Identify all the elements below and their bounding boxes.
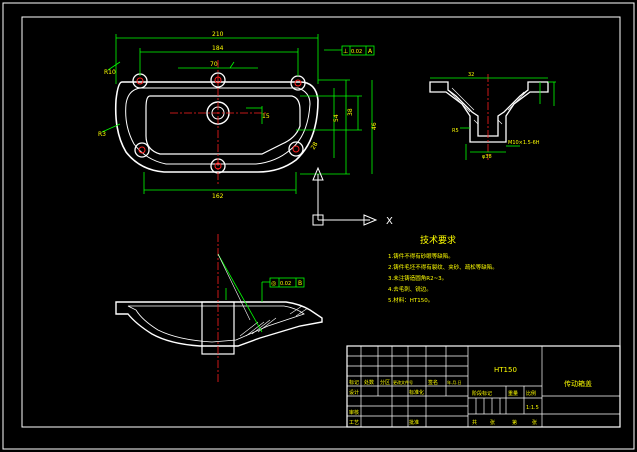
top-view-outer-contour xyxy=(114,81,319,173)
dim-hole-spacing: 70 xyxy=(210,61,218,68)
dim-left-r2: R3 xyxy=(98,131,106,138)
title-mark-col: 处数 xyxy=(364,379,374,386)
ucs-axis-icon: X xyxy=(312,166,393,227)
dim-left-r: R10 xyxy=(104,69,116,76)
section-mid-dim: R5 xyxy=(452,128,459,134)
tol-side-symbol: ◎ xyxy=(271,280,276,287)
tol-top-datum: A xyxy=(368,48,373,55)
tol-side-datum: B xyxy=(298,280,302,287)
title-block: HT150 传动箱盖 标记 处数 分区 更改文件号 签名 年.月.日 设计 标准… xyxy=(346,345,621,428)
front-view-outline xyxy=(115,301,323,347)
top-view-dimension-text: 210 184 162 70 15 54 38 46 R10 R3 28 xyxy=(98,31,378,200)
dim-side-height: 54 xyxy=(333,114,340,122)
dim-overall-width: 210 xyxy=(212,31,224,38)
front-view: ◎ 0.02 B xyxy=(115,234,323,384)
dim-right-a: 28 xyxy=(310,141,320,151)
title-sheet-label: 张 xyxy=(532,419,537,426)
mounting-boss-top-left xyxy=(132,73,148,89)
section-top-dim: 32 xyxy=(468,72,474,78)
top-view: 210 184 162 70 15 54 38 46 R10 R3 28 ⊥ 0… xyxy=(98,31,378,200)
tol-top-symbol: ⊥ xyxy=(343,48,348,55)
tech-req-item: 3.未注铸造圆角R2~3。 xyxy=(388,274,447,282)
title-approve-label: 批准 xyxy=(409,419,419,426)
tech-req-item: 2.铸件毛坯不得有裂纹、夹砂、疏松等缺陷。 xyxy=(388,263,498,271)
section-outline xyxy=(429,81,549,143)
title-standard-label: 标准化 xyxy=(409,389,424,396)
title-mark-col: 更改文件号 xyxy=(393,379,413,385)
tech-req-item: 1.铸件不得有砂眼等缺陷。 xyxy=(388,252,454,260)
title-check-label: 审核 xyxy=(349,409,359,416)
title-stage-label: 阶段标记 xyxy=(472,390,492,397)
x-axis-label: X xyxy=(386,216,393,227)
title-sheet-label: 张 xyxy=(490,419,495,426)
mounting-boss-bottom-right xyxy=(288,141,304,157)
inner-frame xyxy=(21,16,621,428)
title-scale-label: 比例 xyxy=(526,390,536,397)
dim-bottom-width: 162 xyxy=(212,193,224,200)
title-part-name: 传动箱盖 xyxy=(564,379,592,388)
tolerance-frame-side: ◎ 0.02 B xyxy=(269,277,305,288)
title-sheet-label: 第 xyxy=(512,419,517,426)
title-material: HT150 xyxy=(494,366,517,374)
tech-requirements: 技术要求 1.铸件不得有砂眼等缺陷。 2.铸件毛坯不得有裂纹、夹砂、疏松等缺陷。… xyxy=(388,234,498,304)
tech-req-item: 5.材料：HT150。 xyxy=(388,296,433,304)
title-mark-col: 签名 xyxy=(428,379,438,386)
tech-req-item: 4.去毛刺、锐边。 xyxy=(388,285,432,293)
title-mark-col: 分区 xyxy=(380,379,390,386)
section-bore-dim: M10×1.5-6H xyxy=(508,140,540,146)
tolerance-frame-top: ⊥ 0.02 A xyxy=(324,45,375,56)
section-base-dim: φ38 xyxy=(482,154,492,160)
title-scale-value: 1:1.5 xyxy=(526,405,539,411)
dim-right-small: 15 xyxy=(262,113,270,120)
dim-right-c: 46 xyxy=(371,122,378,130)
title-process-label: 工艺 xyxy=(349,420,359,426)
mounting-boss-bottom-left xyxy=(134,142,150,158)
title-design-label: 设计 xyxy=(349,389,359,396)
front-view-leader xyxy=(217,253,263,333)
title-sheet-label: 共 xyxy=(472,419,477,426)
dim-right-b: 38 xyxy=(347,108,354,116)
title-weight-label: 重量 xyxy=(508,390,518,397)
top-view-rim xyxy=(125,87,311,165)
top-view-inner-contour xyxy=(145,95,301,155)
tol-side-value: 0.02 xyxy=(280,281,291,287)
dim-inner-width: 184 xyxy=(212,45,224,52)
tech-req-title: 技术要求 xyxy=(420,234,456,246)
section-view: 32 R5 φ38 M10×1.5-6H xyxy=(429,72,556,160)
tol-top-value: 0.02 xyxy=(351,49,362,55)
title-mark-col: 标记 xyxy=(349,379,359,386)
title-mark-col: 年.月.日 xyxy=(447,379,462,385)
